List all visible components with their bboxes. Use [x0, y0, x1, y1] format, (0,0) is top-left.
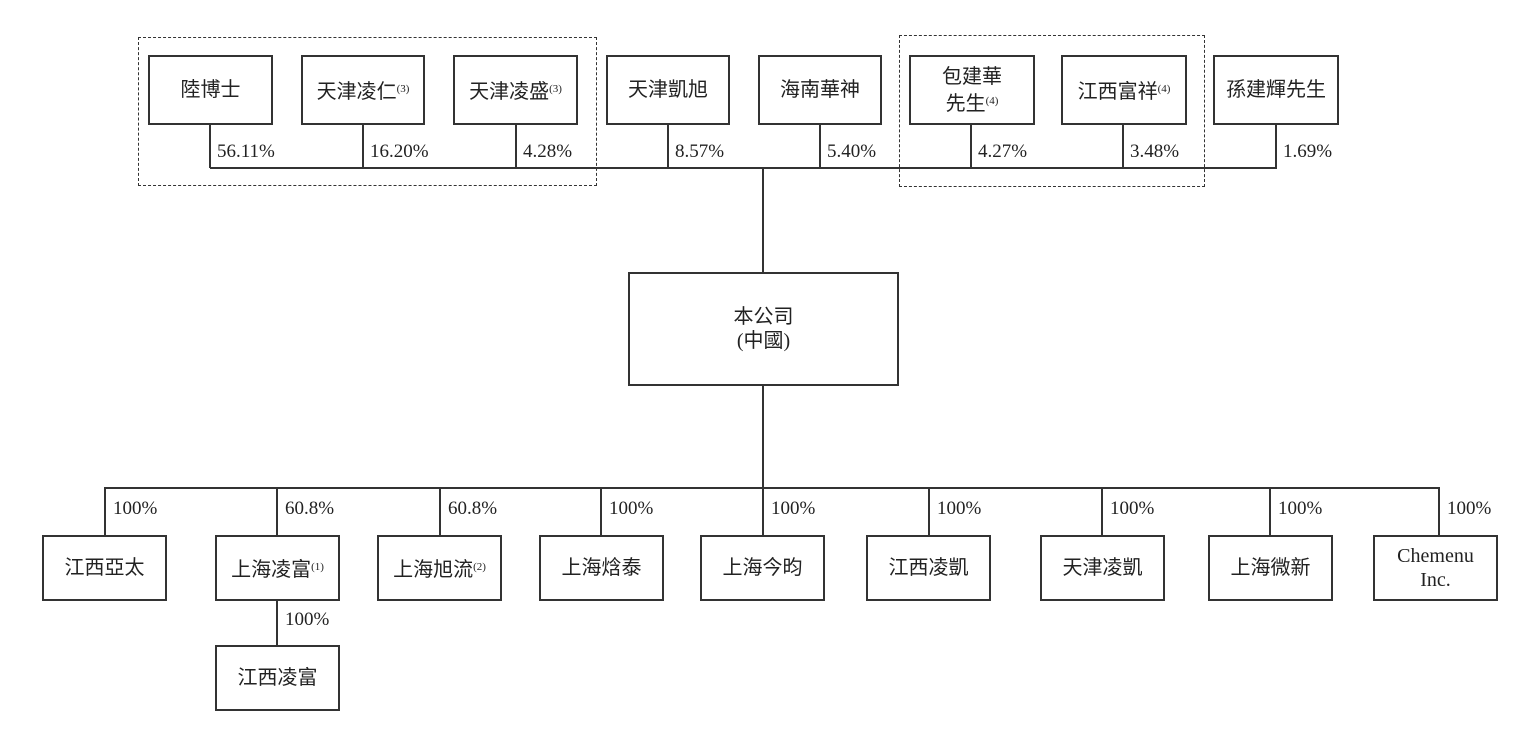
subsidiary-pct: 60.8% — [285, 498, 335, 519]
footnote-marker: (3) — [549, 82, 562, 95]
subsidiary-pct: 100% — [771, 498, 816, 519]
subsidiary-name: 上海焓泰 — [561, 557, 642, 579]
shareholder-name: 天津凌仁 — [316, 80, 397, 103]
shareholder-name: 天津凌盛 — [469, 80, 550, 103]
shareholder-connector — [970, 124, 972, 168]
subsidiary-connector — [1269, 488, 1271, 536]
shareholder-bus-line — [210, 167, 1277, 169]
subsidiary-name: 上海今昀 — [722, 557, 803, 579]
footnote-marker: (1) — [311, 560, 324, 573]
shareholder-connector — [819, 124, 821, 168]
subsidiary-name: 江西亞太 — [64, 557, 145, 579]
sub-subsidiary-box: 江西凌富 — [215, 645, 340, 711]
subsidiary-pct: 100% — [1110, 498, 1155, 519]
subsidiary-name: Chemenu Inc. — [1397, 545, 1474, 591]
subsidiary-connector — [1101, 488, 1103, 536]
shareholder-pct: 4.27% — [978, 141, 1028, 162]
subsidiary-connector — [600, 488, 602, 536]
shareholder-connector — [209, 124, 211, 168]
shareholder-box: 天津凌仁(3) — [301, 55, 425, 125]
subsidiary-connector — [1438, 488, 1440, 536]
company-name: 本公司 — [733, 306, 794, 328]
shareholder-name: 包建華 先生 — [942, 65, 1002, 115]
shareholder-connector — [667, 124, 669, 168]
company-box: 本公司 (中國) — [628, 272, 899, 386]
shareholder-connector — [1122, 124, 1124, 168]
shareholder-name: 陸博士 — [180, 79, 241, 101]
shareholder-pct: 8.57% — [675, 141, 725, 162]
footnote-marker: (4) — [985, 94, 999, 107]
footnote-marker: (3) — [396, 82, 410, 95]
subsidiary-pct: 100% — [937, 498, 982, 519]
subsidiary-name: 上海凌富 — [231, 558, 312, 581]
shareholder-pct: 5.40% — [827, 141, 877, 162]
subsidiary-name: 江西凌凱 — [888, 557, 969, 579]
subsidiary-connector — [928, 488, 930, 536]
subsidiary-pct: 100% — [609, 498, 654, 519]
subsidiary-box: 江西凌凱 — [866, 535, 991, 601]
subsidiary-box: Chemenu Inc. — [1373, 535, 1498, 601]
subsidiary-pct: 100% — [1447, 498, 1492, 519]
subsidiary-box: 上海微新 — [1208, 535, 1333, 601]
company-location: (中國) — [736, 330, 791, 352]
shareholder-label: 天津凌仁(3) — [317, 77, 410, 104]
shareholder-box: 包建華 先生(4) — [909, 55, 1035, 125]
subsidiary-label: 上海凌富(1) — [231, 555, 324, 582]
shareholder-pct: 56.11% — [217, 141, 275, 162]
shareholder-label: 包建華 先生(4) — [942, 65, 1002, 116]
shareholder-connector — [515, 124, 517, 168]
subsidiary-connector — [276, 488, 278, 536]
shareholder-pct: 4.28% — [523, 141, 573, 162]
shareholder-name: 海南華神 — [780, 79, 860, 101]
subsidiary-pct: 60.8% — [448, 498, 498, 519]
subsidiary-box: 江西亞太 — [42, 535, 167, 601]
subsidiary-connector — [104, 488, 106, 536]
shareholder-pct: 3.48% — [1130, 141, 1180, 162]
shareholder-label: 江西富祥(4) — [1078, 77, 1171, 104]
shareholder-box: 江西富祥(4) — [1061, 55, 1187, 125]
subsidiary-box: 上海焓泰 — [539, 535, 664, 601]
subsidiary-box: 上海今昀 — [700, 535, 825, 601]
subsidiary-pct: 100% — [1278, 498, 1323, 519]
connector-to-company — [762, 167, 764, 273]
shareholder-box: 天津凌盛(3) — [453, 55, 578, 125]
subsidiary-name: 天津凌凱 — [1062, 557, 1143, 579]
shareholder-name: 孫建輝先生 — [1226, 79, 1326, 101]
subsidiary-connector — [439, 488, 441, 536]
footnote-marker: (4) — [1157, 82, 1171, 95]
shareholder-label: 天津凌盛(3) — [469, 77, 562, 104]
connector-from-company — [762, 385, 764, 489]
subsidiary-pct: 100% — [113, 498, 158, 519]
subsidiary-box: 天津凌凱 — [1040, 535, 1165, 601]
shareholder-box: 天津凱旭 — [606, 55, 730, 125]
sub-subsidiary-pct: 100% — [285, 609, 330, 630]
connector-to-sub-subsidiary — [276, 600, 278, 646]
subsidiary-connector — [762, 488, 764, 536]
footnote-marker: (2) — [473, 560, 486, 573]
sub-subsidiary-name: 江西凌富 — [237, 667, 318, 689]
concert-group-2-dashed-box — [899, 35, 1205, 187]
subsidiary-label: 上海旭流(2) — [393, 555, 486, 582]
shareholder-box: 海南華神 — [758, 55, 882, 125]
shareholder-connector — [1275, 124, 1277, 168]
shareholder-box: 孫建輝先生 — [1213, 55, 1339, 125]
subsidiary-box: 上海凌富(1) — [215, 535, 340, 601]
shareholder-name: 江西富祥 — [1077, 80, 1158, 103]
concert-group-1-dashed-box — [138, 37, 597, 186]
subsidiary-bus-line — [104, 487, 1440, 489]
shareholder-pct: 1.69% — [1283, 141, 1333, 162]
shareholder-name: 天津凱旭 — [628, 79, 708, 101]
shareholder-connector — [362, 124, 364, 168]
subsidiary-box: 上海旭流(2) — [377, 535, 502, 601]
subsidiary-name: 上海微新 — [1230, 557, 1311, 579]
shareholder-pct: 16.20% — [370, 141, 429, 162]
shareholder-box: 陸博士 — [148, 55, 273, 125]
subsidiary-name: 上海旭流 — [393, 558, 474, 581]
